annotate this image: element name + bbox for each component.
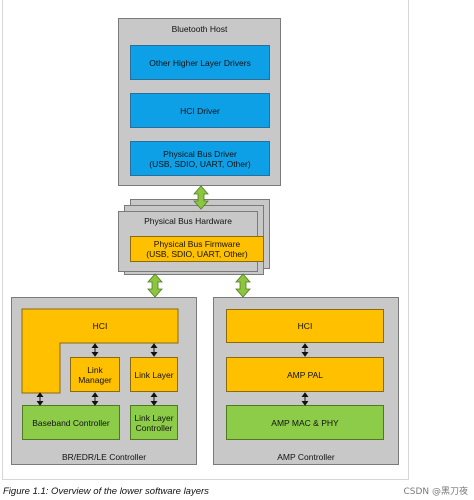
- link-layer-controller-arrow: [150, 392, 158, 406]
- hci-driver-box: HCI Driver: [130, 93, 270, 128]
- amp-controller-title: AMP Controller: [277, 452, 335, 462]
- frame-left-line: [2, 0, 3, 480]
- physical-bus-driver-protocols: (USB, SDIO, UART, Other): [149, 158, 251, 169]
- link-layer-box: Link Layer: [130, 357, 178, 392]
- link-manager-label-line1: Link: [87, 364, 103, 375]
- physical-bus-firmware-box: Physical Bus Firmware (USB, SDIO, UART, …: [130, 236, 264, 262]
- amp-hci-label: HCI: [297, 321, 313, 331]
- br-edr-hci-label: HCI: [92, 321, 108, 331]
- hci-link-layer-arrow: [150, 343, 158, 357]
- frame-bottom-line: [2, 479, 409, 480]
- physical-bus-firmware-label: Physical Bus Firmware: [153, 239, 241, 249]
- amp-mac-phy-label: AMP MAC & PHY: [271, 417, 339, 428]
- physical-bus-hardware-title: Physical Bus Hardware: [144, 216, 232, 226]
- bluetooth-host-title: Bluetooth Host: [171, 24, 228, 34]
- hci-driver-label: HCI Driver: [180, 105, 220, 116]
- frame-right-line: [408, 0, 409, 480]
- link-layer-controller-label-line1: Link Layer: [134, 412, 174, 423]
- physical-bus-driver-box: Physical Bus Driver (USB, SDIO, UART, Ot…: [130, 141, 270, 176]
- link-manager-label-line2: Manager: [78, 374, 112, 385]
- hci-link-manager-arrow: [91, 343, 99, 357]
- amp-hci-pal-arrow: [301, 343, 309, 357]
- amp-pal-box: AMP PAL: [226, 357, 384, 392]
- amp-mac-phy-box: AMP MAC & PHY: [226, 405, 384, 440]
- br-edr-le-controller-title: BR/EDR/LE Controller: [61, 452, 147, 462]
- amp-hci-box: HCI: [226, 309, 384, 343]
- other-higher-layer-drivers-box: Other Higher Layer Drivers: [130, 45, 270, 80]
- baseband-controller-box: Baseband Controller: [22, 405, 120, 440]
- hardware-to-br-edr-arrow: [147, 273, 163, 298]
- physical-bus-driver-label: Physical Bus Driver: [163, 148, 237, 159]
- baseband-controller-label: Baseband Controller: [32, 417, 110, 428]
- amp-pal-label: AMP PAL: [286, 369, 324, 380]
- link-layer-label: Link Layer: [134, 369, 174, 380]
- link-manager-baseband-arrow: [91, 392, 99, 406]
- csdn-watermark: CSDN @黑刀夜: [403, 487, 468, 497]
- link-layer-controller-box: Link Layer Controller: [130, 405, 178, 440]
- hardware-to-amp-arrow: [235, 273, 251, 298]
- link-manager-box: Link Manager: [70, 357, 120, 392]
- hci-baseband-arrow: [36, 392, 44, 406]
- figure-caption: Figure 1.1: Overview of the lower softwa…: [3, 486, 209, 497]
- other-higher-layer-drivers-label: Other Higher Layer Drivers: [149, 57, 251, 68]
- host-to-hardware-arrow: [193, 185, 209, 210]
- physical-bus-firmware-protocols: (USB, SDIO, UART, Other): [146, 249, 248, 259]
- link-layer-controller-label-line2: Controller: [135, 422, 173, 433]
- amp-pal-mac-arrow: [301, 392, 309, 406]
